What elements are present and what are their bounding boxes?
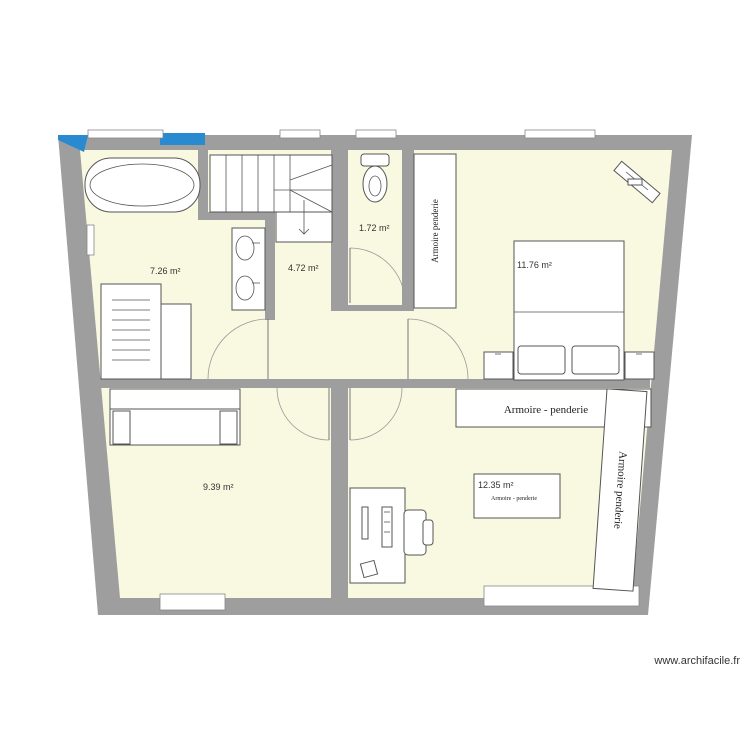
window-accent-left (58, 135, 88, 152)
window-top-3 (355, 129, 397, 139)
interior-walls (84, 150, 650, 599)
wardrobe-top-right-label: Armoire penderie (430, 199, 440, 263)
double-sink (231, 227, 266, 311)
window-left (86, 224, 95, 256)
area-label-stair-hall: 4.72 m² (288, 263, 319, 273)
desk (349, 487, 406, 584)
bathtub (84, 157, 201, 213)
window-top-2 (279, 129, 321, 139)
window-bottom-2 (483, 585, 640, 607)
staircase (209, 154, 333, 243)
doors (207, 247, 469, 441)
desk-chair (403, 509, 434, 556)
windows (58, 129, 640, 611)
small-wardrobe: Armoire - penderie (473, 473, 561, 519)
reading-lamp (613, 160, 661, 204)
toilet (360, 153, 390, 203)
wardrobe-bottom-vertical: Armoire penderie (592, 388, 648, 592)
wardrobe-top-right: Armoire penderie (413, 153, 457, 309)
small-wardrobe-label: Armoire - penderie (491, 496, 537, 502)
window-accent-right (160, 133, 205, 145)
area-label-bedroom-bottom-left: 9.39 m² (203, 482, 234, 492)
wardrobe-bottom-vertical-label: Armoire penderie (611, 451, 628, 530)
window-top-1 (87, 129, 164, 139)
watermark: www.archifacile.fr (653, 655, 740, 667)
bed (483, 240, 655, 381)
window-bottom-1 (159, 593, 226, 611)
window-top-4 (524, 129, 596, 139)
wardrobe-bottom-horizontal-label: Armoire - penderie (504, 404, 588, 416)
area-label-wc: 1.72 m² (359, 223, 390, 233)
area-label-bedroom-bottom-right: 12.35 m² (478, 480, 514, 490)
sofa (109, 388, 241, 446)
area-label-bedroom-top-right: 11.76 m² (517, 260, 552, 270)
shower (100, 283, 192, 380)
area-label-bathroom: 7.26 m² (150, 266, 181, 276)
